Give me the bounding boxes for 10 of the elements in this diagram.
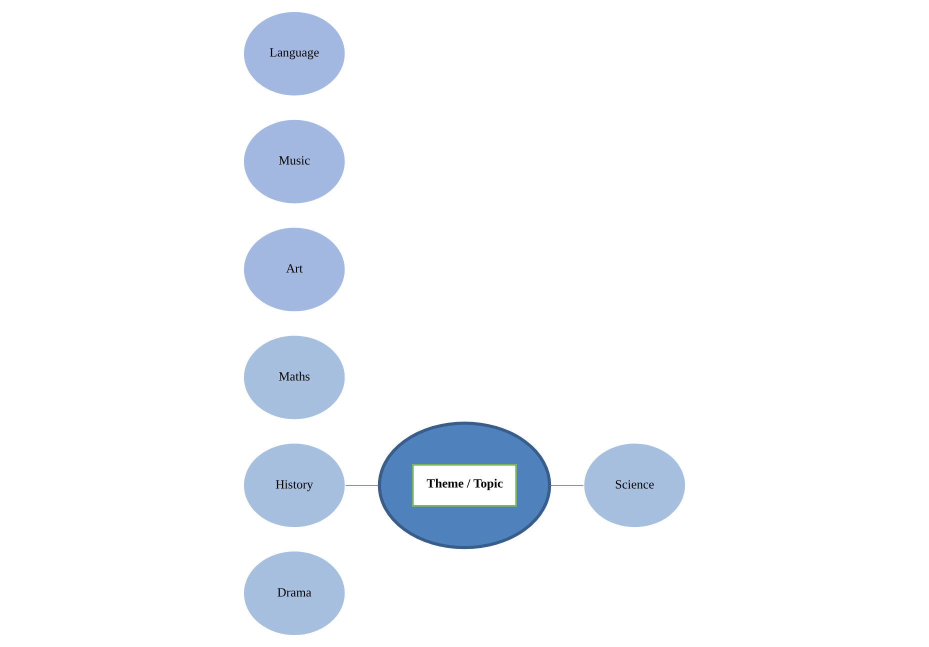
node-ellipse: Theme / Topic	[378, 422, 552, 550]
node-ellipse: Music	[242, 118, 346, 205]
node-ellipse: Art	[242, 226, 346, 313]
node-ellipse: Maths	[242, 334, 346, 421]
node-ellipse: Language	[242, 10, 346, 98]
connector	[549, 484, 584, 486]
node-ellipse: Science	[582, 442, 687, 529]
connector	[345, 484, 380, 486]
node-ellipse: History	[242, 442, 346, 529]
node-ellipse: Drama	[242, 550, 346, 637]
